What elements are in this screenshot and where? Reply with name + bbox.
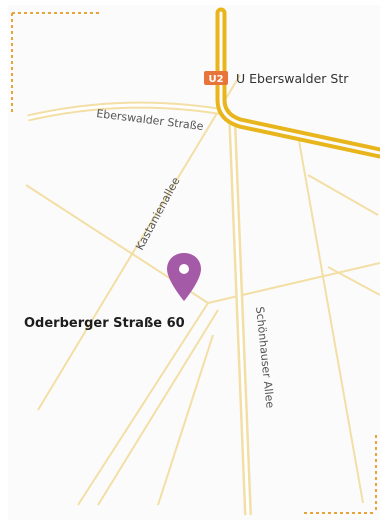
street-lower-branch — [157, 334, 214, 506]
street-right-short — [327, 266, 380, 296]
subway-line-u2 — [215, 7, 380, 159]
street-lower-left — [77, 302, 209, 506]
corner-marks — [11, 12, 377, 514]
u2-badge-label: U2 — [208, 74, 223, 85]
street-map[interactable]: U2 U Eberswalder Str Eberswalder Straße … — [8, 5, 380, 520]
station-u-eberswalder[interactable]: U2 U Eberswalder Str — [204, 71, 349, 86]
label-schoenhauser: Schönhauser Allee — [253, 306, 277, 409]
u2-badge — [204, 71, 228, 85]
label-kastanienallee: Kastanienallee — [133, 175, 182, 253]
street-lower-center — [97, 309, 219, 506]
street-diagonal-left — [37, 74, 241, 411]
street-oderberger — [25, 184, 380, 305]
map-pin-icon[interactable] — [167, 253, 201, 301]
station-name: U Eberswalder Str — [236, 71, 349, 86]
street-eberswalder — [27, 101, 231, 122]
street-right-upper — [307, 174, 379, 216]
location-address: Oderberger Straße 60 — [24, 316, 185, 331]
street-schoenhauser — [228, 114, 252, 516]
street-right-long — [297, 134, 364, 504]
corner-mark-bottom-right — [304, 435, 377, 514]
minor-streets — [25, 74, 380, 506]
map-canvas[interactable]: U2 U Eberswalder Str Eberswalder Straße … — [8, 5, 380, 520]
corner-mark-top-left — [11, 12, 100, 113]
label-eberswalder: Eberswalder Straße — [96, 107, 205, 133]
